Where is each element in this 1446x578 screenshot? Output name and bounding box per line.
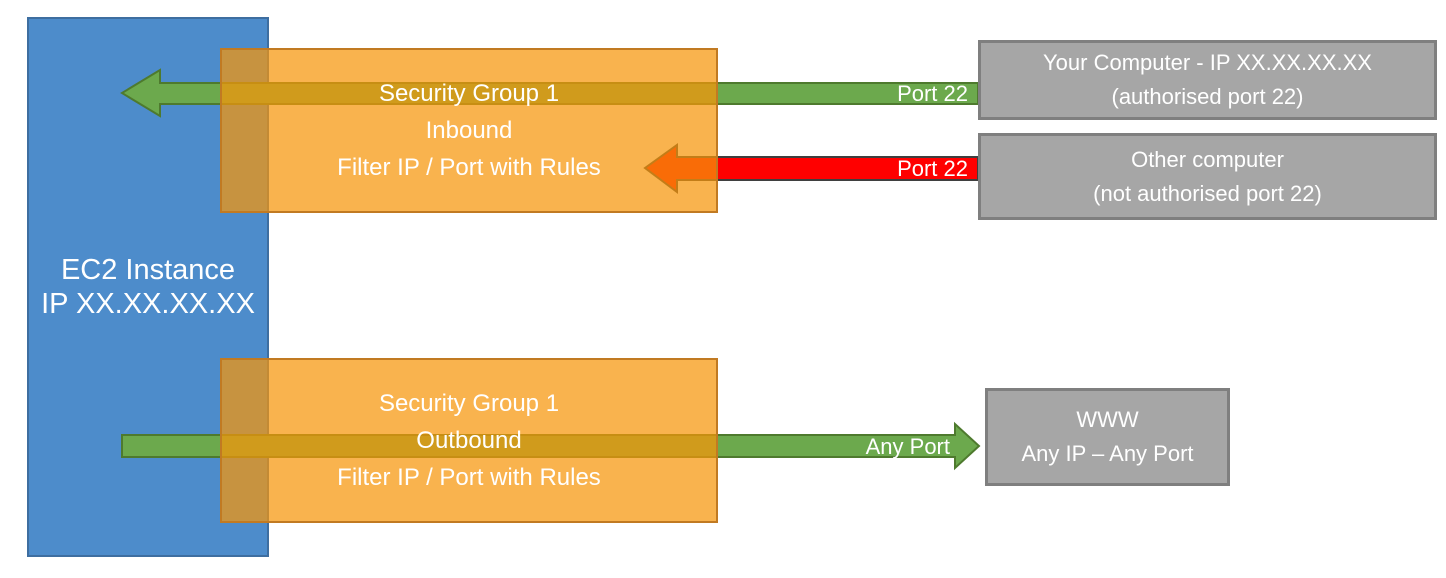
inbound-blocked-port-label: Port 22 <box>897 156 968 181</box>
sg-inbound-title: Security Group 1 <box>378 80 560 107</box>
www-note: Any IP – Any Port <box>1021 441 1194 466</box>
security-group-outbound-box: Security Group 1 Outbound Filter IP / Po… <box>220 358 718 523</box>
your-computer-title: Your Computer - IP XX.XX.XX.XX <box>1043 50 1372 75</box>
www-box: WWW Any IP – Any Port <box>985 388 1230 486</box>
security-group-inbound-box: Security Group 1 Inbound Filter IP / Por… <box>220 48 718 213</box>
www-title: WWW <box>1076 407 1139 432</box>
sg-outbound-direction: Outbound <box>416 427 522 454</box>
sg-inbound-description: Filter IP / Port with Rules <box>337 154 601 181</box>
your-computer-note: (authorised port 22) <box>1111 84 1304 109</box>
your-computer-box: Your Computer - IP XX.XX.XX.XX (authoris… <box>978 40 1437 120</box>
other-computer-box: Other computer (not authorised port 22) <box>978 133 1437 220</box>
sg-inbound-direction: Inbound <box>425 117 513 144</box>
sg-outbound-description: Filter IP / Port with Rules <box>337 464 601 491</box>
inbound-allowed-port-label: Port 22 <box>897 81 968 106</box>
outbound-port-label: Any Port <box>865 434 950 459</box>
sg-outbound-title: Security Group 1 <box>378 390 560 417</box>
ec2-instance-ip: IP XX.XX.XX.XX <box>41 288 255 320</box>
ec2-instance-name: EC2 Instance <box>60 254 236 286</box>
other-computer-note: (not authorised port 22) <box>1093 180 1322 206</box>
other-computer-title: Other computer <box>1131 146 1284 172</box>
